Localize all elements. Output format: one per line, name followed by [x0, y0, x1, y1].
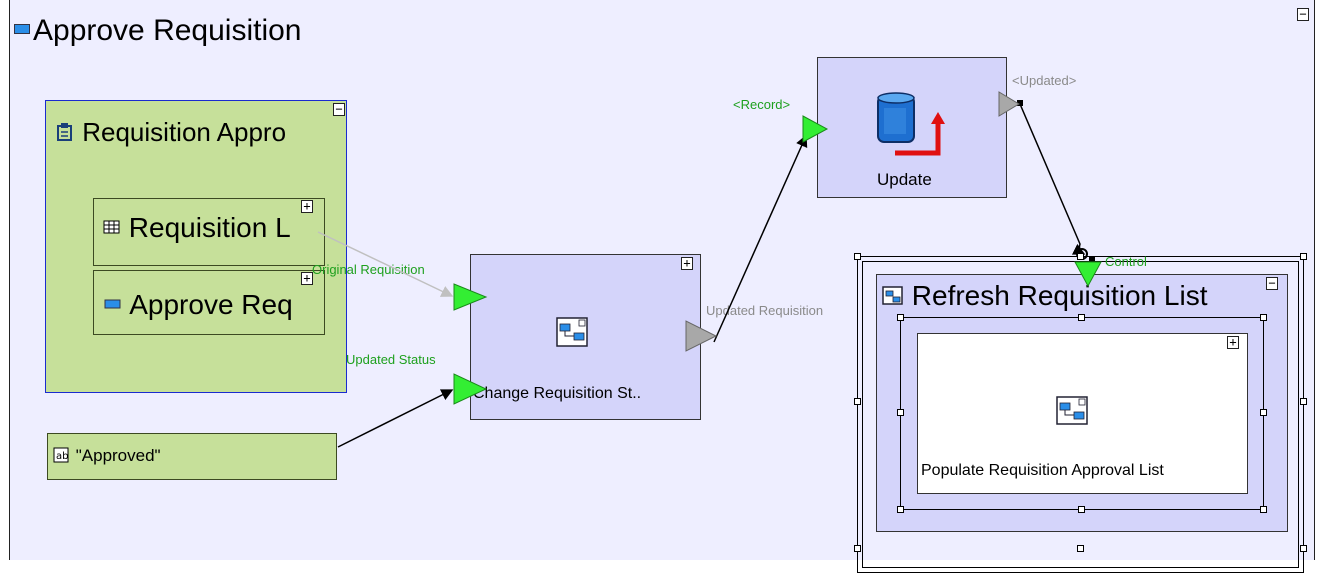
- approved-constant-header: ab "Approved": [53, 446, 161, 466]
- diagram-canvas: − Approve Requisition − Requisition Appr…: [9, 0, 1315, 573]
- selection-handle[interactable]: [1077, 545, 1084, 552]
- inner-selection-handle[interactable]: [1078, 314, 1085, 321]
- updated-requisition-port[interactable]: [685, 320, 718, 352]
- requisition-approval-header: Requisition Appro: [55, 117, 345, 149]
- component-icon: [57, 123, 72, 142]
- frame-collapse-button[interactable]: −: [1297, 8, 1309, 21]
- approve-req-expand[interactable]: +: [301, 272, 313, 285]
- inner-selection-handle[interactable]: [1260, 314, 1267, 321]
- inner-selection-handle[interactable]: [1260, 506, 1267, 513]
- record-port[interactable]: [802, 115, 829, 143]
- updated-requisition-port-label: Updated Requisition: [706, 303, 824, 318]
- requisition-list-item[interactable]: [93, 198, 325, 266]
- original-requisition-port[interactable]: [453, 283, 488, 311]
- approve-req-item[interactable]: [93, 270, 325, 335]
- control-connector[interactable]: [1019, 103, 1086, 255]
- updated-port[interactable]: [998, 91, 1020, 117]
- approve-req-label: Approve Req: [129, 289, 293, 320]
- updated-port-handle[interactable]: [1017, 100, 1023, 106]
- refresh-requisition-label: Refresh Requisition List: [911, 280, 1208, 311]
- inner-selection-handle[interactable]: [897, 314, 904, 321]
- requisition-approval-label: Requisition Appro: [82, 117, 287, 147]
- control-port-label: Control: [1105, 254, 1147, 269]
- subprocess-icon: [1056, 396, 1088, 425]
- inner-selection-handle[interactable]: [897, 506, 904, 513]
- requisition-list-label: Requisition L: [128, 212, 291, 243]
- control-port[interactable]: [1074, 261, 1102, 288]
- selection-handle[interactable]: [1300, 545, 1307, 552]
- inner-selection-handle[interactable]: [897, 409, 904, 416]
- requisition-list-expand[interactable]: +: [301, 200, 313, 213]
- constant-icon: ab: [53, 447, 69, 463]
- selection-handle[interactable]: [854, 545, 861, 552]
- approved-constant[interactable]: [47, 433, 337, 480]
- diagram-title: Approve Requisition: [14, 14, 302, 48]
- updated-status-connector[interactable]: [337, 389, 454, 448]
- inner-selection-handle[interactable]: [1078, 506, 1085, 513]
- svg-text:ab: ab: [56, 451, 68, 462]
- requisition-list-header: Requisition L: [103, 212, 319, 246]
- record-connector[interactable]: [713, 134, 808, 343]
- field-icon: [14, 24, 30, 35]
- selection-handle[interactable]: [1300, 398, 1307, 405]
- updated-status-port-label: Updated Status: [346, 352, 436, 367]
- diagram-title-text: Approve Requisition: [33, 14, 302, 47]
- record-port-label: <Record>: [733, 97, 791, 112]
- approved-constant-label: "Approved": [75, 446, 161, 465]
- control-port-handle[interactable]: [1089, 256, 1095, 262]
- table-icon: [103, 220, 120, 234]
- refresh-requisition-collapse[interactable]: −: [1266, 277, 1278, 290]
- updated-port-label: <Updated>: [1012, 73, 1077, 88]
- connections-layer: [317, 91, 1102, 448]
- original-requisition-port-label: Original Requisition: [312, 262, 425, 277]
- field-icon: [104, 299, 121, 309]
- database-update-icon: [877, 92, 945, 156]
- container-icon: [882, 285, 903, 305]
- update-label: Update: [877, 170, 932, 189]
- updated-status-port[interactable]: [453, 373, 488, 405]
- selection-handle[interactable]: [854, 398, 861, 405]
- change-requisition-expand[interactable]: +: [681, 257, 693, 270]
- populate-requisition-label: Populate Requisition Approval List: [921, 462, 1164, 479]
- selection-handle[interactable]: [1300, 253, 1307, 260]
- original-requisition-connector[interactable]: [317, 231, 454, 297]
- inner-selection-handle[interactable]: [1260, 409, 1267, 416]
- selection-handle[interactable]: [854, 253, 861, 260]
- selection-handle[interactable]: [1077, 253, 1084, 260]
- requisition-approval-collapse[interactable]: −: [333, 103, 345, 116]
- refresh-requisition-header: Refresh Requisition List: [882, 280, 1207, 312]
- approve-req-header: Approve Req: [103, 289, 319, 323]
- change-requisition-label: Change Requisition St..: [473, 385, 642, 402]
- subprocess-icon: [556, 317, 588, 347]
- populate-requisition-expand[interactable]: +: [1227, 336, 1239, 349]
